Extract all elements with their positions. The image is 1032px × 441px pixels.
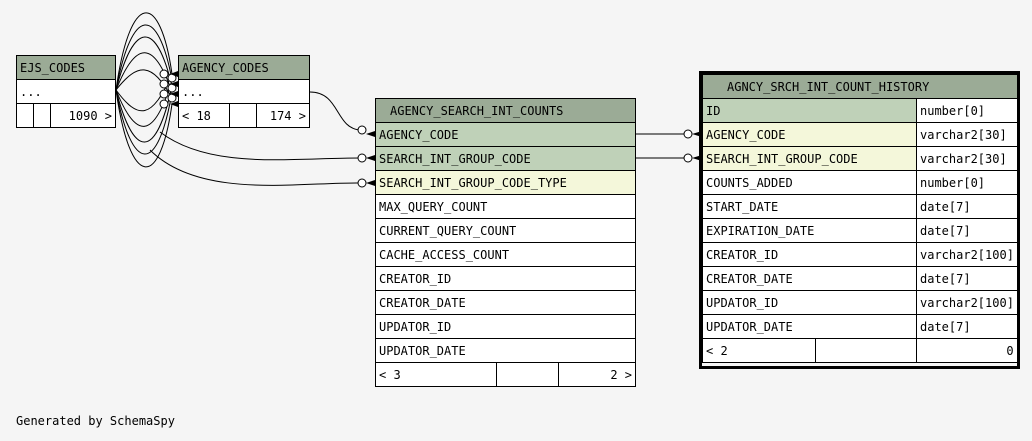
column-name: ID <box>702 98 917 123</box>
column-row[interactable]: UPDATOR_DATE <box>375 338 636 363</box>
parents-cell: < 2 <box>702 338 816 363</box>
spacer-cell <box>496 362 559 387</box>
column-type: varchar2[30] <box>916 146 1017 171</box>
column-name: START_DATE <box>702 194 917 219</box>
column-name: UPDATOR_DATE <box>375 338 636 363</box>
column-name: AGENCY_CODE <box>375 122 636 147</box>
column-row[interactable]: CURRENT_QUERY_COUNT <box>375 218 636 243</box>
column-name: CREATOR_ID <box>702 242 917 267</box>
children-cell: 2 > <box>558 362 636 387</box>
column-row[interactable]: SEARCH_INT_GROUP_CODE_TYPE <box>375 170 636 195</box>
column-name: EXPIRATION_DATE <box>702 218 917 243</box>
column-type: varchar2[100] <box>916 290 1017 315</box>
column-type: date[7] <box>916 218 1017 243</box>
column-name: UPDATOR_ID <box>702 290 917 315</box>
table-ejs-codes[interactable]: EJS_CODES ... 1090 > <box>16 55 116 128</box>
spacer-cell <box>33 103 51 128</box>
collapsed-columns: ... <box>178 79 310 104</box>
column-name: MAX_QUERY_COUNT <box>375 194 636 219</box>
table-agency-codes[interactable]: AGENCY_CODES ... < 18 174 > <box>178 55 310 128</box>
column-type: number[0] <box>916 170 1017 195</box>
column-type: varchar2[30] <box>916 122 1017 147</box>
column-row[interactable]: AGENCY_CODE <box>375 122 636 147</box>
column-type: date[7] <box>916 194 1017 219</box>
table-title: AGENCY_CODES <box>178 55 310 80</box>
children-cell: 1090 > <box>50 103 116 128</box>
column-name: CREATOR_DATE <box>702 266 917 291</box>
table-title: EJS_CODES <box>16 55 116 80</box>
column-name: SEARCH_INT_GROUP_CODE <box>375 146 636 171</box>
column-row[interactable]: CREATOR_ID <box>375 266 636 291</box>
column-name: SEARCH_INT_GROUP_CODE_TYPE <box>375 170 636 195</box>
column-type: date[7] <box>916 314 1017 339</box>
spacer-cell <box>815 338 917 363</box>
children-cell: 174 > <box>256 103 310 128</box>
table-title: AGNCY_SRCH_INT_COUNT_HISTORY <box>702 74 1017 99</box>
column-row[interactable]: UPDATOR_ID <box>375 314 636 339</box>
parents-cell: < 3 <box>375 362 497 387</box>
column-type: number[0] <box>916 98 1017 123</box>
collapsed-columns: ... <box>16 79 116 104</box>
spacer-cell <box>229 103 257 128</box>
column-name: CURRENT_QUERY_COUNT <box>375 218 636 243</box>
column-name: SEARCH_INT_GROUP_CODE <box>702 146 917 171</box>
column-row[interactable]: MAX_QUERY_COUNT <box>375 194 636 219</box>
parents-cell: < 18 <box>178 103 230 128</box>
column-name: AGENCY_CODE <box>702 122 917 147</box>
children-cell: 0 > <box>916 338 1017 363</box>
column-row[interactable]: SEARCH_INT_GROUP_CODE <box>375 146 636 171</box>
column-name: UPDATOR_DATE <box>702 314 917 339</box>
column-type: date[7] <box>916 266 1017 291</box>
column-name: CREATOR_ID <box>375 266 636 291</box>
column-row[interactable]: CACHE_ACCESS_COUNT <box>375 242 636 267</box>
parents-cell <box>16 103 34 128</box>
column-name: COUNTS_ADDED <box>702 170 917 195</box>
column-type: varchar2[100] <box>916 242 1017 267</box>
column-row[interactable]: CREATOR_DATE <box>375 290 636 315</box>
table-title: AGENCY_SEARCH_INT_COUNTS <box>375 98 636 123</box>
column-name: CACHE_ACCESS_COUNT <box>375 242 636 267</box>
generated-by-footer: Generated by SchemaSpy <box>16 414 175 428</box>
column-name: UPDATOR_ID <box>375 314 636 339</box>
column-name: CREATOR_DATE <box>375 290 636 315</box>
